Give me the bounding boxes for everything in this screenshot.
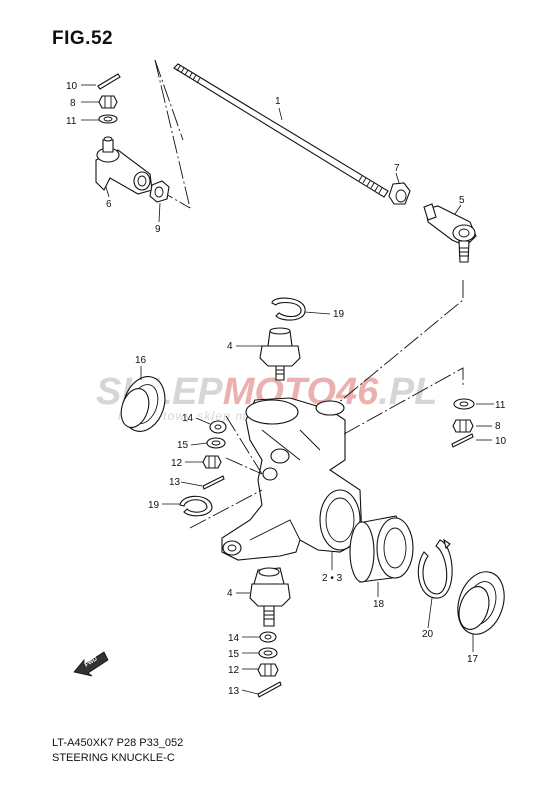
washer-left [209, 420, 227, 434]
callout-19-left: 19 [148, 500, 160, 511]
knuckle-right-hardware [343, 367, 494, 448]
tie-rod-end-right [423, 203, 477, 263]
castle-nut-right [452, 419, 474, 433]
callout-20: 20 [422, 629, 434, 640]
callout-5: 5 [459, 195, 465, 206]
footer-diagram-name: STEERING KNUCKLE-C [52, 752, 175, 764]
circlip-left [179, 495, 213, 517]
callout-13-left: 13 [169, 477, 181, 488]
watermark-brand-c: .PL [378, 371, 437, 413]
ball-joint-upper [259, 327, 301, 381]
steering-knuckle [221, 397, 363, 570]
footer-diagram-code: LT-A450XK7 P28 P33_052 [52, 737, 184, 749]
lower-ball-joint-group [236, 567, 291, 698]
oil-seal-right [457, 571, 505, 652]
washer-lower [259, 631, 277, 643]
circlip-upper [271, 297, 306, 321]
callout-11-top: 11 [66, 116, 77, 127]
washer-lower-2 [258, 647, 278, 659]
callout-16: 16 [135, 355, 147, 366]
callout-8-top: 8 [70, 98, 76, 109]
callout-17: 17 [467, 654, 479, 665]
circlip-bearing [417, 538, 453, 629]
lock-nut-right [388, 182, 411, 205]
castle-nut-top [98, 95, 118, 109]
oil-seal-left [120, 366, 166, 432]
castle-nut-lower [257, 663, 279, 677]
callout-1: 1 [275, 96, 281, 107]
washer-left-2 [206, 437, 226, 449]
tie-rod-group [81, 59, 477, 409]
callout-6: 6 [106, 199, 112, 210]
castle-nut-left [202, 455, 222, 469]
callout-15-lower: 15 [228, 649, 240, 660]
callout-2-3: 2 • 3 [322, 573, 343, 584]
callout-4-lower: 4 [227, 588, 233, 599]
figure-title: FIG.52 [52, 28, 114, 49]
callout-8-right: 8 [495, 421, 501, 432]
tie-rod-end-left [95, 136, 153, 195]
lock-nut-left [149, 180, 170, 203]
callout-13-lower: 13 [228, 686, 240, 697]
callout-18: 18 [373, 599, 385, 610]
callout-12-left: 12 [171, 458, 183, 469]
cotter-pin-left [202, 475, 225, 490]
callout-14-left: 14 [182, 413, 194, 424]
washer-right [453, 398, 475, 410]
tie-rod [173, 63, 389, 198]
callout-4-upper: 4 [227, 341, 233, 352]
callout-10-top: 10 [66, 81, 78, 92]
callout-9: 9 [155, 224, 161, 235]
front-arrow-icon: FWD [73, 651, 109, 677]
callout-12-lower: 12 [228, 665, 240, 676]
cotter-pin-lower [257, 681, 282, 698]
callout-7: 7 [394, 163, 400, 174]
callout-10-right: 10 [495, 436, 507, 447]
knuckle-left-hardware [162, 415, 263, 529]
callout-11-right: 11 [495, 400, 506, 411]
ball-joint-lower [249, 567, 291, 627]
callout-labels: 1 2 • 3 4 4 5 6 7 8 8 9 10 10 11 11 12 1… [66, 81, 507, 697]
cotter-pin-right [451, 433, 474, 448]
callout-19-upper: 19 [333, 309, 345, 320]
cotter-pin-top [97, 73, 121, 90]
wheel-bearing [349, 515, 414, 597]
callout-15-left: 15 [177, 440, 189, 451]
upper-ball-joint-group [236, 297, 331, 381]
callout-14-lower: 14 [228, 633, 240, 644]
washer-top [98, 114, 118, 124]
